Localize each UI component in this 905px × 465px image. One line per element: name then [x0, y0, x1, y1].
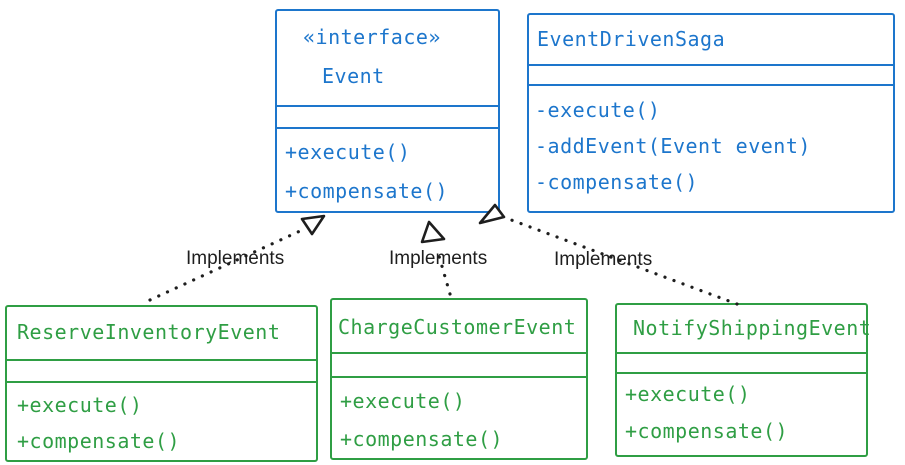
stereotype-label: «interface»: [303, 25, 441, 49]
class-name: EventDrivenSaga: [529, 15, 893, 66]
class-box-charge-customer-event[interactable]: ChargeCustomerEvent +execute() +compensa…: [330, 298, 588, 460]
class-attributes-section: [277, 107, 498, 129]
method-label: -compensate(): [535, 170, 699, 194]
class-attributes-section: [617, 354, 866, 374]
method-label: +compensate(): [625, 419, 789, 443]
class-attributes-section: [332, 354, 586, 378]
method-label: +execute(): [285, 140, 411, 164]
method-label: +compensate(): [17, 429, 181, 453]
method-label: -addEvent(Event event): [535, 134, 811, 158]
hollow-triangle-arrowhead-icon: [300, 214, 326, 236]
class-box-reserve-inventory-event[interactable]: ReserveInventoryEvent +execute() +compen…: [5, 305, 318, 462]
class-attributes-section: [529, 66, 893, 86]
class-name: ReserveInventoryEvent: [7, 307, 316, 361]
hollow-triangle-arrowhead-icon: [420, 220, 446, 244]
method-label: +compensate(): [285, 179, 449, 203]
method-label: +execute(): [17, 393, 143, 417]
class-methods-section: +execute() +compensate(): [332, 378, 586, 458]
implements-label: Implements: [554, 249, 653, 270]
class-methods-section: +execute() +compensate(): [7, 383, 316, 460]
implements-label: Implements: [389, 248, 488, 269]
class-name: NotifyShippingEvent: [617, 305, 871, 354]
class-methods-section: +execute() +compensate(): [277, 129, 498, 211]
class-name: ChargeCustomerEvent: [332, 300, 586, 354]
class-box-notify-shipping-event[interactable]: NotifyShippingEvent +execute() +compensa…: [615, 303, 871, 457]
class-methods-section: +execute() +compensate(): [617, 374, 866, 455]
class-attributes-section: [7, 361, 316, 383]
method-label: +execute(): [340, 389, 466, 413]
implements-label: Implements: [186, 248, 285, 269]
class-methods-section: -execute() -addEvent(Event event) -compe…: [529, 86, 893, 211]
class-box-event-interface[interactable]: «interface» Event +execute() +compensate…: [275, 9, 500, 213]
method-label: -execute(): [535, 98, 661, 122]
class-name: Event: [322, 64, 385, 88]
class-title-section: «interface» Event: [277, 11, 498, 108]
method-label: +execute(): [625, 382, 751, 406]
class-box-event-driven-saga[interactable]: EventDrivenSaga -execute() -addEvent(Eve…: [527, 13, 895, 213]
method-label: +compensate(): [340, 427, 504, 451]
